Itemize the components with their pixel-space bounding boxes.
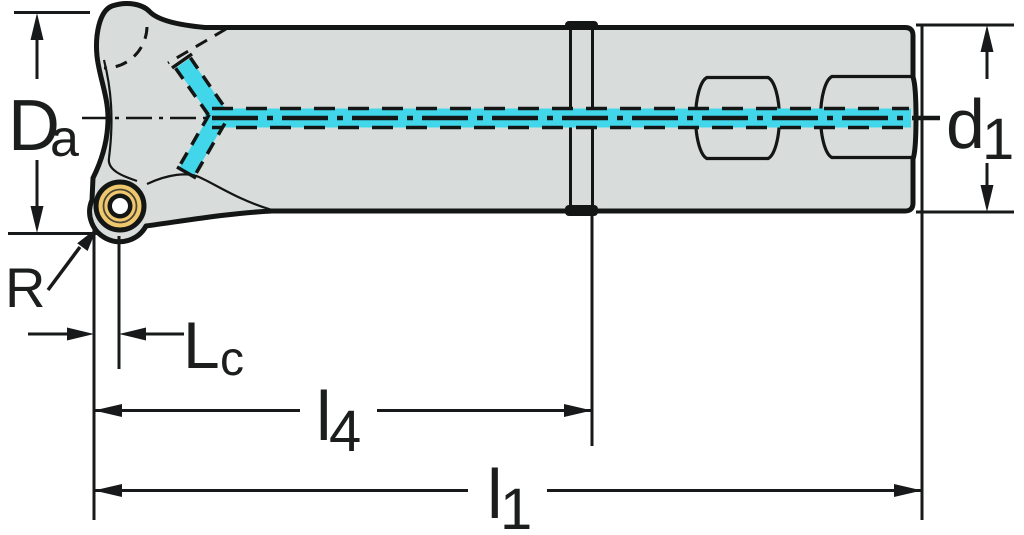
l1-label-sub: 1	[500, 477, 532, 535]
head-pocket-lines	[102, 59, 273, 212]
head-hidden-details	[103, 26, 227, 70]
r-arrowhead	[77, 228, 97, 251]
lower-branch-dashed-right	[193, 122, 227, 177]
lc-label: L	[183, 308, 220, 382]
da-label-box	[2, 79, 82, 160]
l1-label-box	[468, 449, 547, 533]
da-arrow-up	[30, 13, 44, 40]
l1-label: l	[487, 455, 503, 533]
insert-ring	[102, 188, 138, 224]
dimension-l4	[94, 216, 594, 446]
l4-label: l	[316, 377, 332, 455]
lower-branch-dashed-left	[177, 113, 211, 168]
l4-label-sub: 4	[329, 399, 361, 464]
pocket-face-line	[146, 173, 273, 212]
hidden-pocket-line	[167, 27, 227, 65]
insert-center-hole	[112, 198, 128, 214]
coolant-main-channel	[205, 108, 911, 128]
groove-top-nub	[565, 21, 598, 30]
l4-label-box	[300, 372, 377, 452]
dimension-l1	[94, 25, 924, 520]
dimension-lc	[28, 229, 184, 520]
r-label: R	[5, 256, 45, 319]
d1-arrow-down	[980, 185, 994, 212]
dimension-da	[8, 11, 97, 235]
d1-label-box	[941, 79, 1016, 163]
upper-branch-dashed-left	[174, 67, 216, 124]
r-leader-line	[46, 245, 82, 292]
l1-arrow-left	[94, 484, 122, 497]
round-insert	[93, 179, 147, 233]
d1-arrow-up	[980, 25, 994, 52]
upper-branch-cap	[170, 52, 194, 70]
da-label-sub: a	[50, 110, 79, 168]
lc-arrow-left	[67, 327, 94, 341]
d1-label: d	[946, 85, 985, 163]
groove-bottom-nub	[565, 205, 598, 216]
l1-arrow-right	[894, 484, 922, 497]
hidden-insert-arc	[103, 26, 149, 70]
lc-label-sub: c	[220, 333, 244, 386]
upper-branch-dashed-right	[188, 56, 228, 111]
labels: D a R L c l 4 l 1 d 1	[2, 79, 1016, 535]
dimensions	[8, 11, 1014, 520]
da-label: D	[8, 86, 60, 166]
l4-arrow-right	[564, 404, 592, 417]
dimension-d1	[916, 23, 1014, 214]
d1-label-sub: 1	[982, 107, 1014, 172]
pocket-left-line	[102, 59, 138, 183]
dimension-r	[46, 228, 97, 292]
da-arrow-down	[30, 206, 44, 233]
lc-arrow-right	[119, 327, 146, 341]
l4-arrow-left	[94, 404, 122, 417]
